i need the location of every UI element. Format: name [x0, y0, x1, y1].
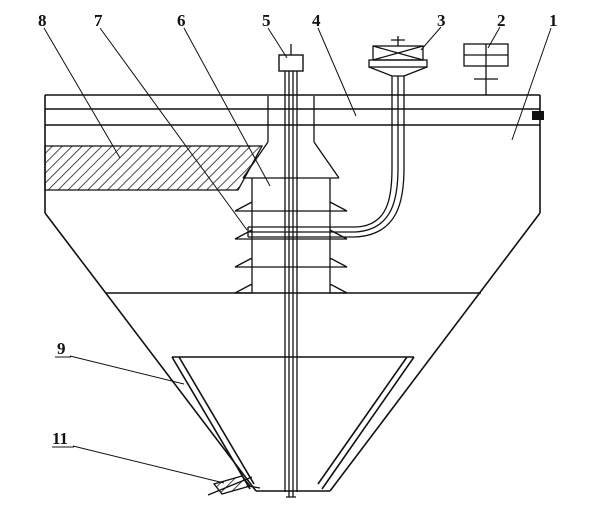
callout-6: 6 — [177, 11, 186, 30]
inner-cone-lines — [171, 356, 415, 490]
callout-2: 2 — [497, 11, 506, 30]
callout-11: 11 — [52, 429, 68, 448]
motor-assembly — [368, 36, 428, 77]
callout-leaders — [43, 26, 552, 484]
central-shaft — [278, 44, 304, 498]
callout-labels: 8 7 6 5 4 3 2 1 9 11 — [38, 11, 558, 448]
control-box — [463, 43, 509, 95]
feed-pipe — [247, 76, 405, 238]
hatch-region — [44, 145, 264, 191]
motor-base-plate — [368, 59, 428, 68]
callout-4: 4 — [312, 11, 321, 30]
valve-lines — [207, 476, 261, 496]
shaft-top-cap — [278, 54, 304, 72]
control-box-lines — [464, 44, 508, 95]
discharge-valve — [207, 475, 261, 496]
callout-7: 7 — [94, 11, 103, 30]
callout-8: 8 — [38, 11, 47, 30]
hatched-plate — [44, 145, 264, 191]
feed-pipe-lines — [247, 76, 405, 238]
callout-1: 1 — [549, 11, 558, 30]
callout-3: 3 — [437, 11, 446, 30]
callout-5: 5 — [262, 11, 271, 30]
deck-end-marker — [532, 111, 544, 120]
shaft-lines — [284, 44, 298, 498]
inner-cone — [171, 356, 415, 490]
callout-9: 9 — [57, 339, 66, 358]
leader-lines — [43, 26, 552, 484]
motor-lines — [368, 36, 428, 77]
